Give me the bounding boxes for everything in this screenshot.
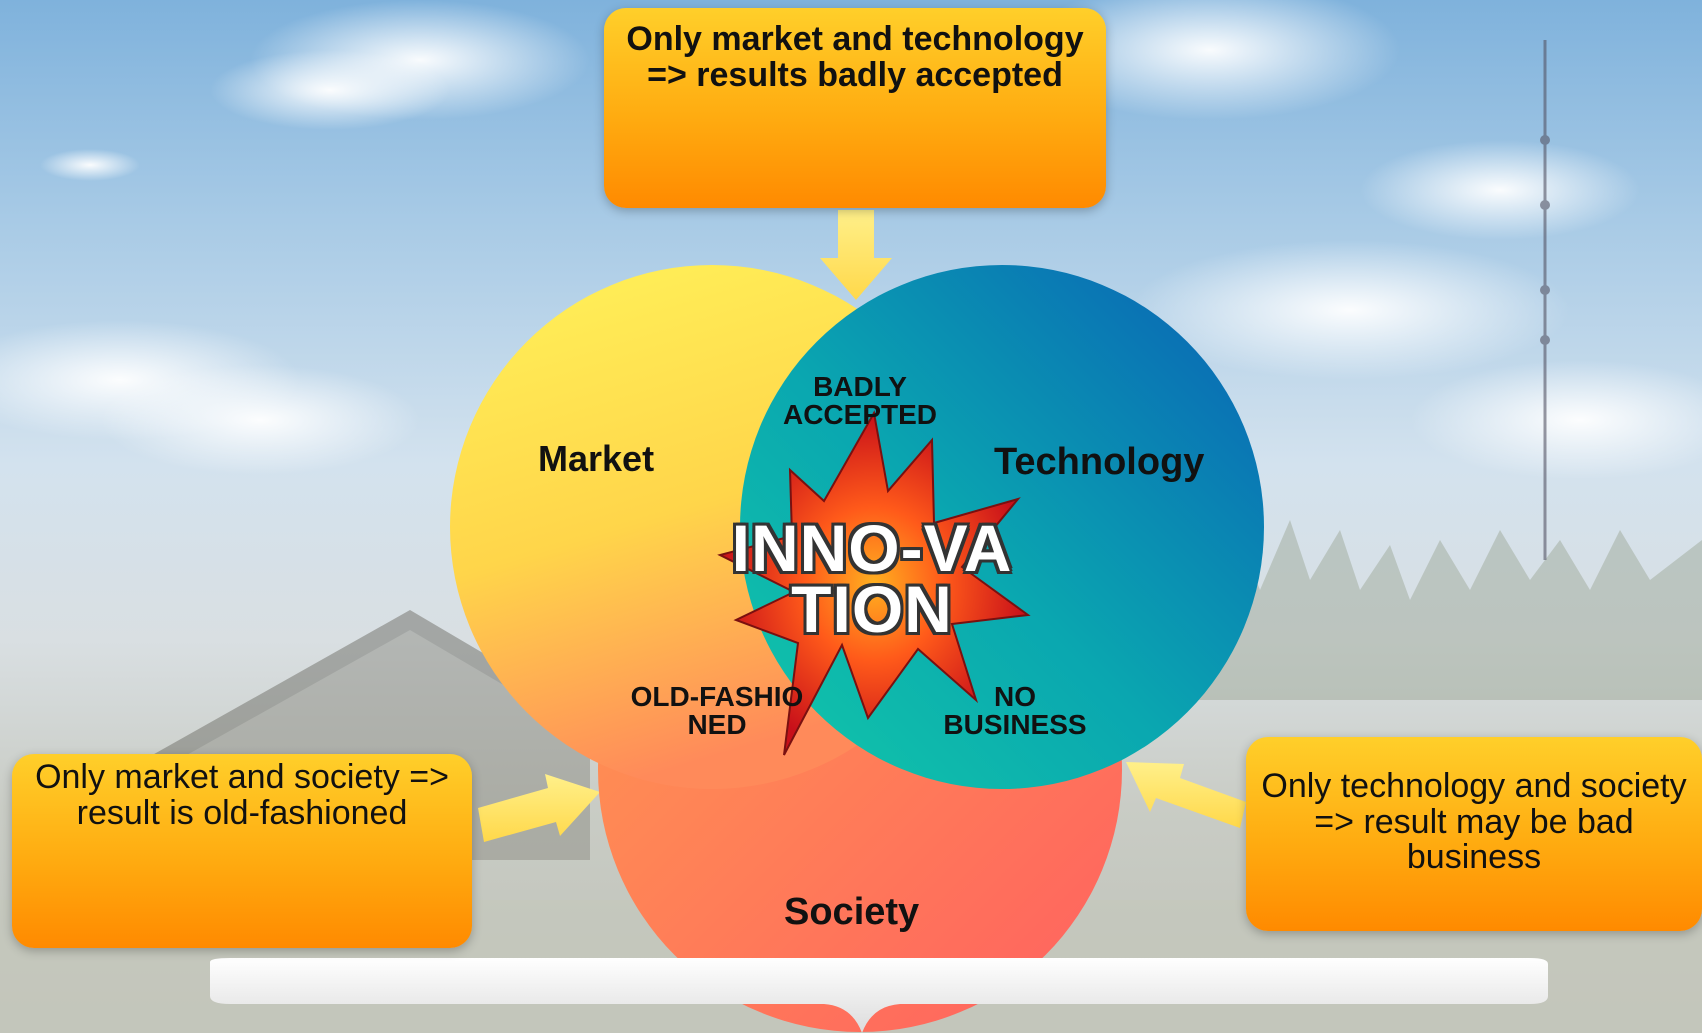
arrow-right [1126, 762, 1246, 828]
clouds [0, 0, 1702, 480]
callout-market-society-text: Only market and society => result is old… [35, 758, 449, 832]
tree-line [1180, 520, 1702, 700]
old-fashioned-label: OLD-FASHIONED [630, 681, 804, 740]
callout-technology-society-text: Only technology and society => result ma… [1261, 767, 1687, 877]
badly-accepted-label: BADLY ACCEPTED [782, 371, 937, 430]
callout-technology-society: Only technology and society => result ma… [1246, 737, 1702, 931]
arrow-left [478, 774, 600, 842]
innovation-label: INNO-VATION [730, 515, 1014, 642]
callout-market-society: Only market and society => result is old… [12, 754, 472, 948]
society-label: Society [784, 891, 920, 933]
bottom-band [210, 958, 1548, 1033]
callout-market-technology: Only market and technology => results ba… [604, 8, 1106, 208]
no-business-label: NO BUSINESS [943, 681, 1087, 740]
innovation-text: INNO-VATION [731, 511, 1013, 646]
technology-label: Technology [994, 441, 1205, 483]
innovation-starburst [717, 410, 1031, 756]
market-label: Market [538, 438, 655, 479]
arrow-top [820, 210, 892, 300]
radio-mast [1540, 40, 1550, 560]
callout-market-technology-text: Only market and technology => results ba… [626, 20, 1084, 94]
